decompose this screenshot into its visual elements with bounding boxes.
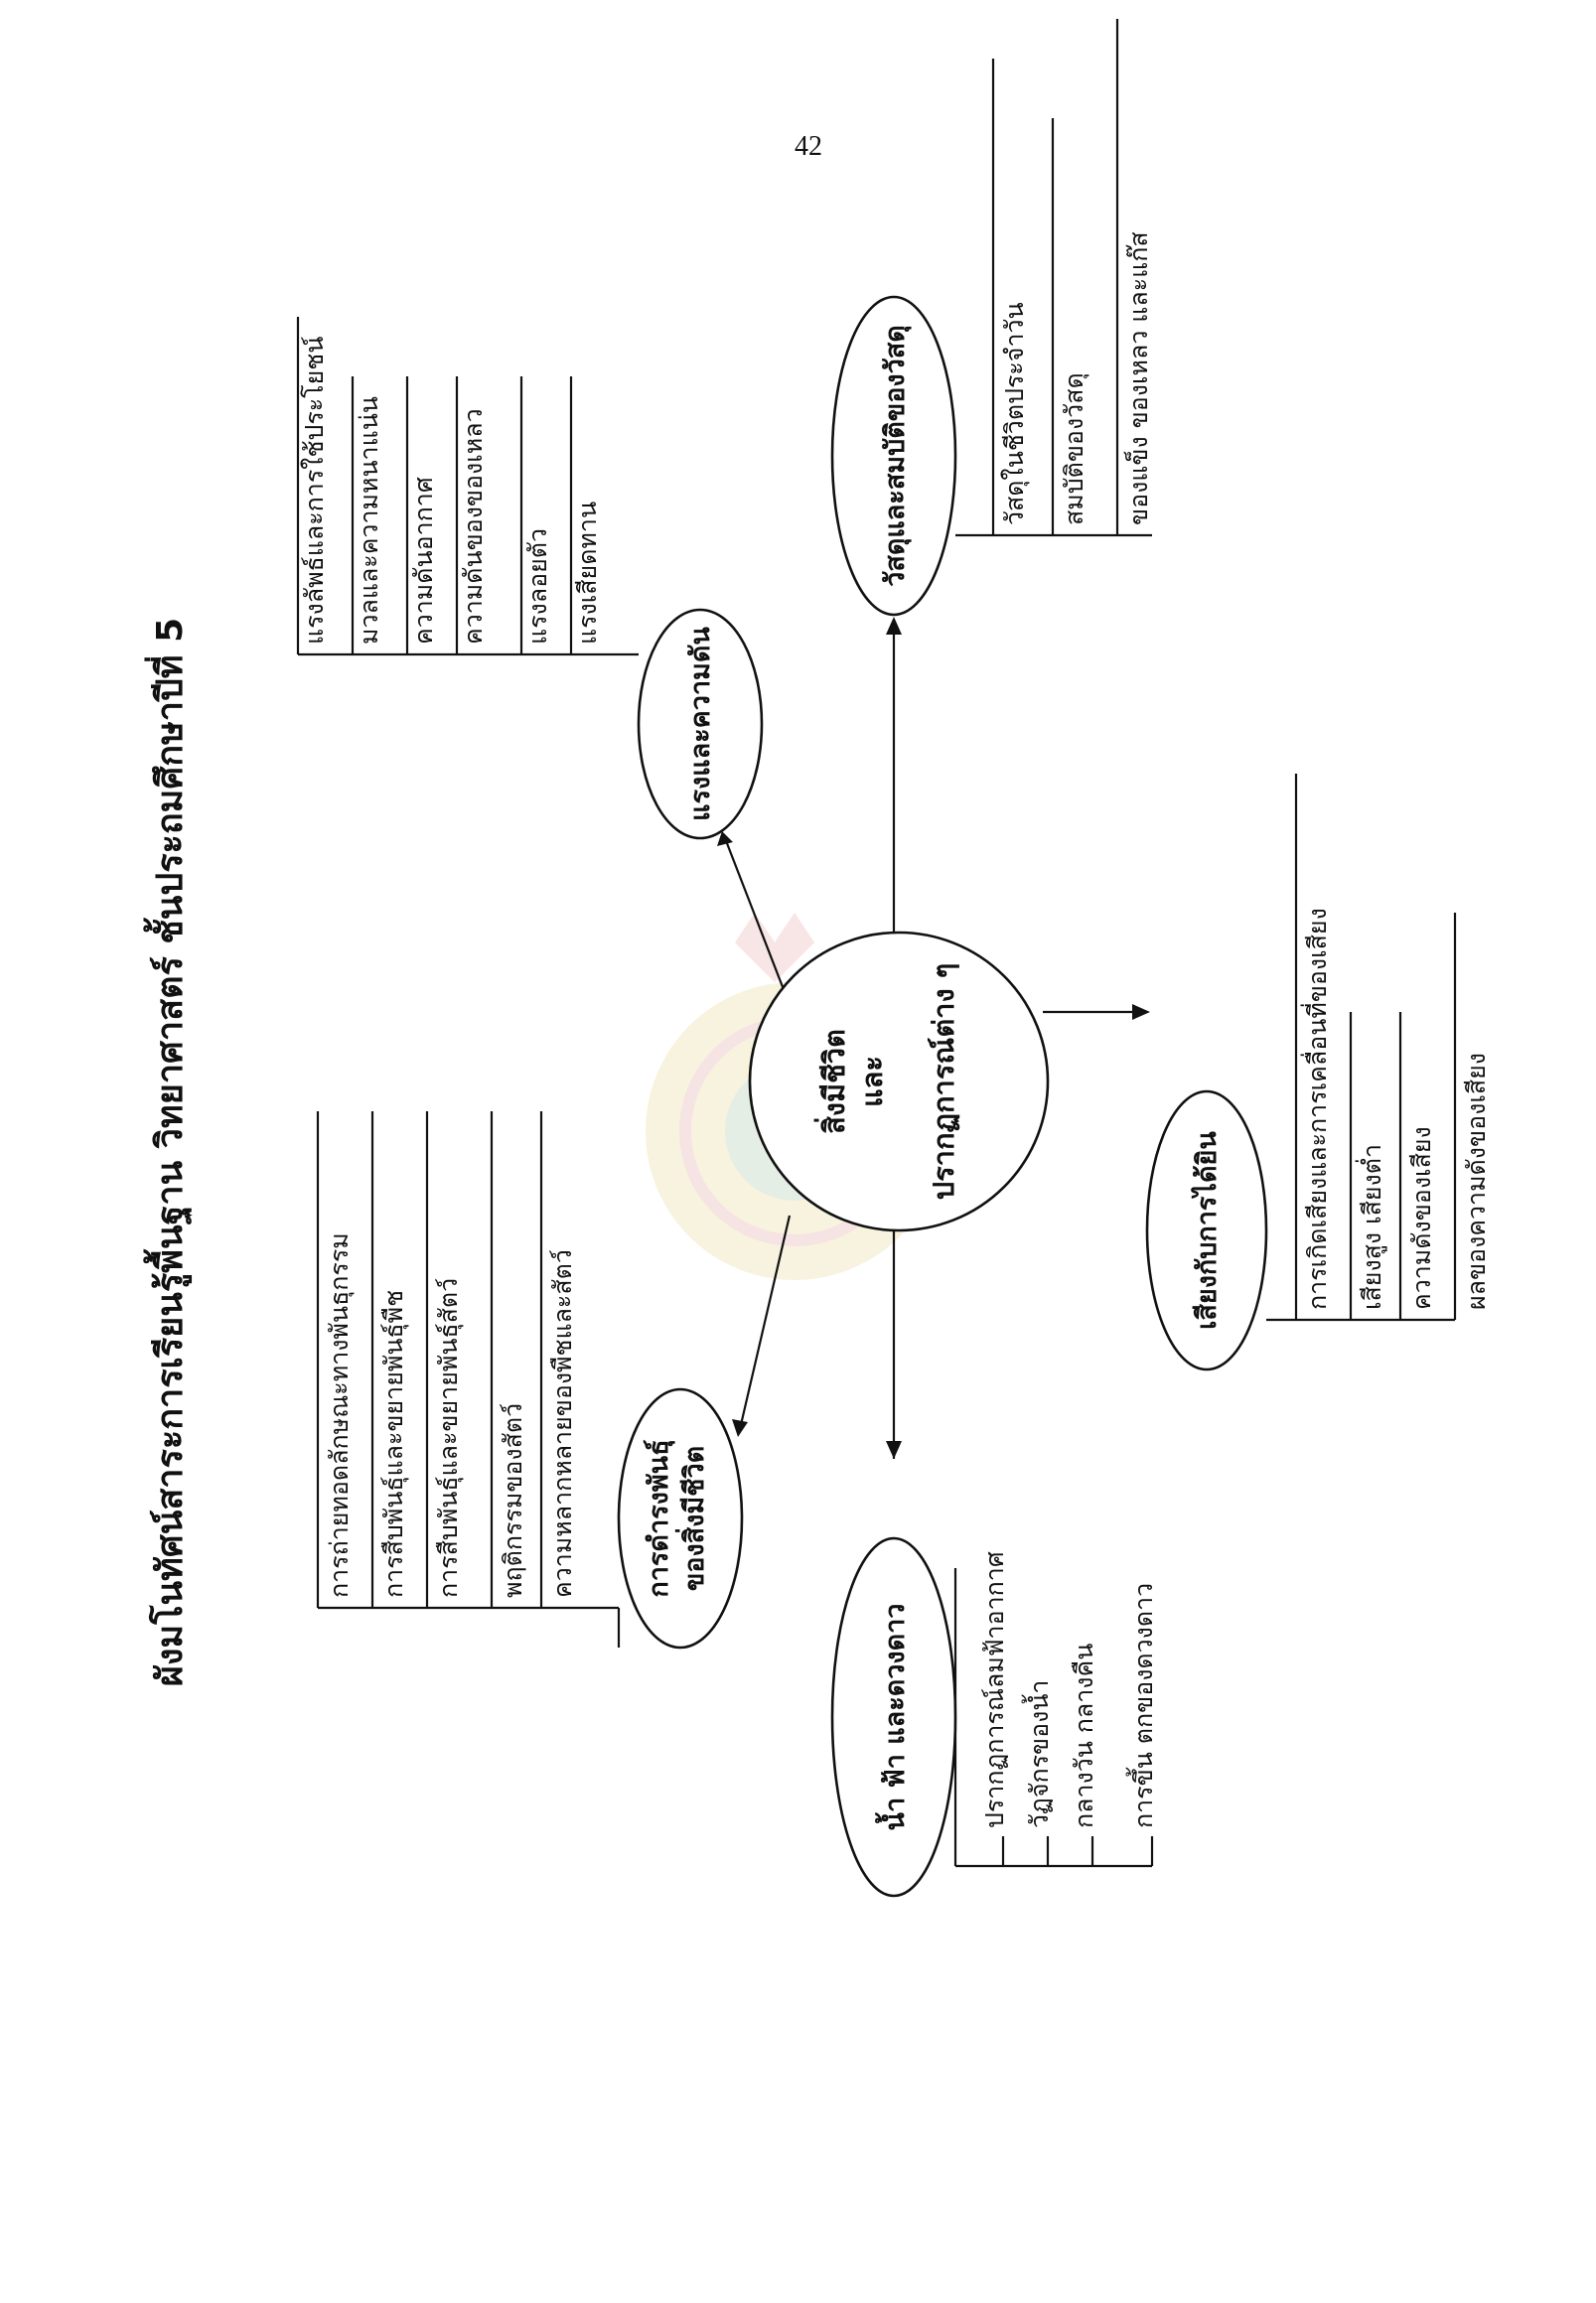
force-item: แรงลัพธ์และการใช้ประโยชน์: [300, 336, 329, 645]
page-number: 42: [795, 131, 822, 162]
material-item: วัสดุในชีวิตประจำวัน: [1000, 302, 1030, 525]
force-item: ความดันของของเหลว: [459, 408, 488, 645]
force-item: แรงลอยตัว: [523, 528, 552, 645]
reproduction-item: พฤติกรรมของสัตว์: [499, 1403, 527, 1598]
page-title: ผังมโนทัศน์สาระการเรียนรู้พื้นฐาน วิทยาศ…: [143, 618, 193, 1686]
sky-item: ปรากฏการณ์ลมฟ้าอากาศ: [980, 1551, 1009, 1828]
node-force-label: แรงและความดัน: [685, 627, 716, 821]
center-line3: ปรากฏการณ์ต่าง ๆ: [927, 963, 960, 1201]
node-reproduction-line1: การดำรงพันธุ์: [643, 1439, 675, 1597]
material-item: ของแข็ง ของเหลว และแก๊ส: [1123, 231, 1153, 525]
sky-item: วัฏจักรของน้ำ: [1021, 1680, 1054, 1828]
center-node: สิ่งมีชีวิต และ ปรากฏการณ์ต่าง ๆ: [748, 931, 1050, 1232]
sound-item: ความดังของเสียง: [1407, 1126, 1436, 1310]
node-sky: น้ำ ฟ้า และดวงดาว ปรากฏการณ์ลมฟ้าอากาศ ว…: [830, 1536, 1158, 1898]
sky-item: การขึ้น ตกของดวงดาว: [1125, 1583, 1158, 1828]
node-reproduction: การดำรงพันธุ์ ของสิ่งมีชีวิต การถ่ายทอดล…: [316, 1111, 744, 1650]
node-force: แรงและความดัน แรงลัพธ์และการใช้ประโยชน์ …: [296, 317, 764, 840]
reproduction-item: ความหลากหลายของพืชและสัตว์: [548, 1249, 577, 1598]
center-line1: สิ่งมีชีวิต: [813, 1029, 851, 1134]
center-circle: [748, 931, 1050, 1232]
arrow-to-reproduction: [738, 1215, 792, 1430]
reproduction-item: การสืบพันธุ์และขยายพันธุ์พืช: [379, 1290, 409, 1598]
arrow-to-force: [723, 837, 787, 993]
force-item: มวลและความหนาแน่น: [355, 396, 383, 645]
sky-item: กลางวัน กลางคืน: [1070, 1644, 1098, 1828]
reproduction-item: การสืบพันธุ์และขยายพันธุ์สัตว์: [434, 1278, 464, 1598]
node-sky-label: น้ำ ฟ้า และดวงดาว: [874, 1604, 911, 1831]
sound-item: การเกิดเสียงและการเคลื่อนที่ของเสียง: [1300, 908, 1332, 1310]
node-material-label: วัสดุและสมบัติของวัสดุ: [880, 325, 912, 587]
sound-item: ผลของความดังของเสียง: [1462, 1053, 1491, 1310]
node-sound: เสียงกับการได้ยิน การเกิดเสียงและการเคลื…: [1145, 774, 1491, 1371]
node-material: วัสดุและสมบัติของวัสดุ วัสดุในชีวิตประจำ…: [830, 19, 1153, 617]
node-reproduction-line2: ของสิ่งมีชีวิต: [674, 1446, 710, 1591]
connector-arrows: [717, 617, 1150, 1459]
node-sound-label: เสียงกับการได้ยิน: [1191, 1131, 1223, 1330]
force-item: ความดันอากาศ: [409, 477, 438, 645]
sound-item: เสียงสูง เสียงต่ำ: [1355, 1144, 1387, 1310]
material-item: สมบัติของวัสดุ: [1060, 372, 1089, 525]
center-line2: และ: [855, 1056, 889, 1107]
force-item: แรงเสียดทาน: [573, 502, 602, 645]
reproduction-item: การถ่ายทอดลักษณะทางพันธุกรรม: [325, 1232, 355, 1598]
